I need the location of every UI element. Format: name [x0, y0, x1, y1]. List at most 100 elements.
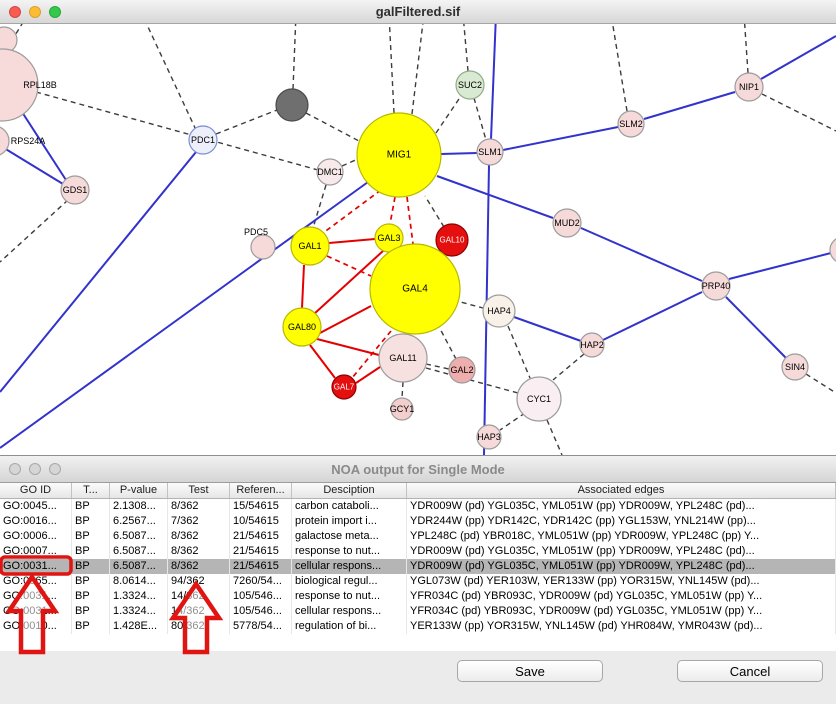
edge-pd[interactable] — [216, 110, 277, 134]
node-label: GDS1 — [63, 185, 88, 195]
edge-pd[interactable] — [547, 420, 562, 455]
edge-pp[interactable] — [4, 148, 63, 184]
edge-rs[interactable] — [302, 265, 304, 308]
edge-pd[interactable] — [0, 200, 68, 262]
edge-pp[interactable] — [603, 292, 702, 340]
zoom-button[interactable] — [49, 6, 61, 18]
edge-pp[interactable] — [726, 297, 786, 358]
cell: biological regul... — [292, 574, 407, 589]
cell: BP — [72, 574, 110, 589]
edge-pd[interactable] — [437, 323, 456, 359]
edge-pp[interactable] — [581, 228, 702, 281]
minimize-button[interactable] — [29, 6, 41, 18]
edge-rd[interactable] — [390, 197, 395, 224]
edge-pp[interactable] — [22, 112, 66, 180]
column-header-go-id[interactable]: GO ID — [0, 482, 72, 498]
edge-pd[interactable] — [425, 196, 444, 227]
table-row[interactable]: GO:0065...BP8.0614...94/3627260/54...bio… — [0, 574, 836, 589]
node-PDC5[interactable] — [251, 235, 275, 259]
edge-pp[interactable] — [491, 14, 496, 139]
table-row[interactable]: GO:0045...BP2.1308...8/36215/54615carbon… — [0, 499, 836, 514]
node-unlabeled-gray[interactable] — [276, 89, 308, 121]
edge-pd[interactable] — [611, 14, 627, 111]
edge-rs[interactable] — [317, 339, 379, 355]
node-label: GAL11 — [389, 353, 416, 363]
edge-pd[interactable] — [436, 96, 461, 133]
cell: GO:0031... — [0, 604, 72, 619]
node-label: PRP40 — [702, 281, 731, 291]
column-header-test[interactable]: Test — [168, 482, 230, 498]
cell: 1.3324... — [110, 604, 168, 619]
cell: 7/362 — [168, 514, 230, 529]
edge-pd[interactable] — [500, 413, 525, 430]
edge-rs[interactable] — [310, 345, 335, 378]
node-RPS24A[interactable] — [0, 126, 9, 156]
close-button-inactive[interactable] — [9, 463, 21, 475]
close-button[interactable] — [9, 6, 21, 18]
edge-pp[interactable] — [761, 36, 836, 79]
edge-pd[interactable] — [806, 374, 836, 393]
table-row[interactable]: GO:0007...BP6.5087...8/36221/54615respon… — [0, 544, 836, 559]
edge-rd[interactable] — [323, 190, 381, 233]
zoom-button-inactive[interactable] — [49, 463, 61, 475]
edge-rd[interactable] — [407, 197, 413, 244]
edge-pd[interactable] — [142, 14, 196, 130]
table-body: GO:0045...BP2.1308...8/36215/54615carbon… — [0, 499, 836, 651]
edge-pd[interactable] — [412, 14, 424, 114]
table-row[interactable]: GO:0016...BP6.2567...7/36210/54615protei… — [0, 514, 836, 529]
edge-pd[interactable] — [553, 354, 584, 380]
noa-window: NOA output for Single Mode GO IDT...P-va… — [0, 455, 836, 704]
cell: 5778/54... — [230, 619, 292, 634]
column-header-p-value[interactable]: P-value — [110, 482, 168, 498]
node-label: MUD2 — [554, 218, 580, 228]
edge-pd[interactable] — [402, 382, 403, 398]
table-header-row: GO IDT...P-valueTestReferen...Desciption… — [0, 482, 836, 499]
edge-pd[interactable] — [306, 113, 359, 141]
edge-pd[interactable] — [474, 98, 486, 140]
edge-rd[interactable] — [327, 256, 371, 276]
minimize-button-inactive[interactable] — [29, 463, 41, 475]
node-label: HAP4 — [487, 306, 511, 316]
node-label: GAL3 — [377, 233, 400, 243]
edge-rs[interactable] — [320, 306, 371, 333]
node-right-edge-node[interactable] — [830, 237, 836, 263]
network-window: RPL18BRPS24AGDS1PDC1DMC1MIG1SUC2SLM1SLM2… — [0, 0, 836, 455]
network-window-titlebar[interactable]: galFiltered.sif — [0, 0, 836, 24]
cell: YFR034C (pd) YBR093C, YDR009W (pd) YGL03… — [407, 604, 836, 619]
table-row-selected[interactable]: GO:0031...BP6.5087...8/36221/54615cellul… — [0, 559, 836, 574]
node-label: MIG1 — [387, 150, 412, 161]
network-canvas[interactable]: RPL18BRPS24AGDS1PDC1DMC1MIG1SUC2SLM1SLM2… — [0, 0, 836, 455]
edge-pd[interactable] — [762, 94, 836, 131]
edge-pp[interactable] — [437, 176, 553, 218]
edge-pp[interactable] — [729, 253, 831, 279]
edge-pp[interactable] — [644, 92, 735, 119]
edge-pp[interactable] — [503, 127, 618, 150]
column-header-desciption[interactable]: Desciption — [292, 482, 407, 498]
cell: GO:0007... — [0, 544, 72, 559]
cell: BP — [72, 529, 110, 544]
cancel-button[interactable]: Cancel — [677, 660, 823, 682]
edge-pp[interactable] — [441, 153, 477, 154]
table-row[interactable]: GO:0006...BP6.5087...8/36221/54615galact… — [0, 529, 836, 544]
cell: 2.1308... — [110, 499, 168, 514]
cell: BP — [72, 589, 110, 604]
edge-pp[interactable] — [514, 317, 581, 341]
table-row[interactable]: GO:0031...BP1.3324...14/362105/546...cel… — [0, 604, 836, 619]
cell: 6.5087... — [110, 529, 168, 544]
edge-pd[interactable] — [508, 326, 530, 378]
node-label: GAL2 — [450, 365, 473, 375]
edge-pp[interactable] — [0, 152, 196, 392]
edge-rs[interactable] — [329, 239, 375, 243]
cell: 105/546... — [230, 589, 292, 604]
column-header-t-[interactable]: T... — [72, 482, 110, 498]
cell: BP — [72, 544, 110, 559]
noa-window-titlebar[interactable]: NOA output for Single Mode — [0, 456, 836, 483]
cell: BP — [72, 559, 110, 574]
column-header-associated-edges[interactable]: Associated edges — [407, 482, 836, 498]
column-header-referen-[interactable]: Referen... — [230, 482, 292, 498]
edge-pd[interactable] — [389, 14, 394, 113]
table-row[interactable]: GO:0031...BP1.3324...14/362105/546...res… — [0, 589, 836, 604]
table-row[interactable]: GO:0010...BP1.428E...80/3625778/54...reg… — [0, 619, 836, 634]
save-button[interactable]: Save — [457, 660, 603, 682]
edge-pd[interactable] — [293, 14, 296, 89]
